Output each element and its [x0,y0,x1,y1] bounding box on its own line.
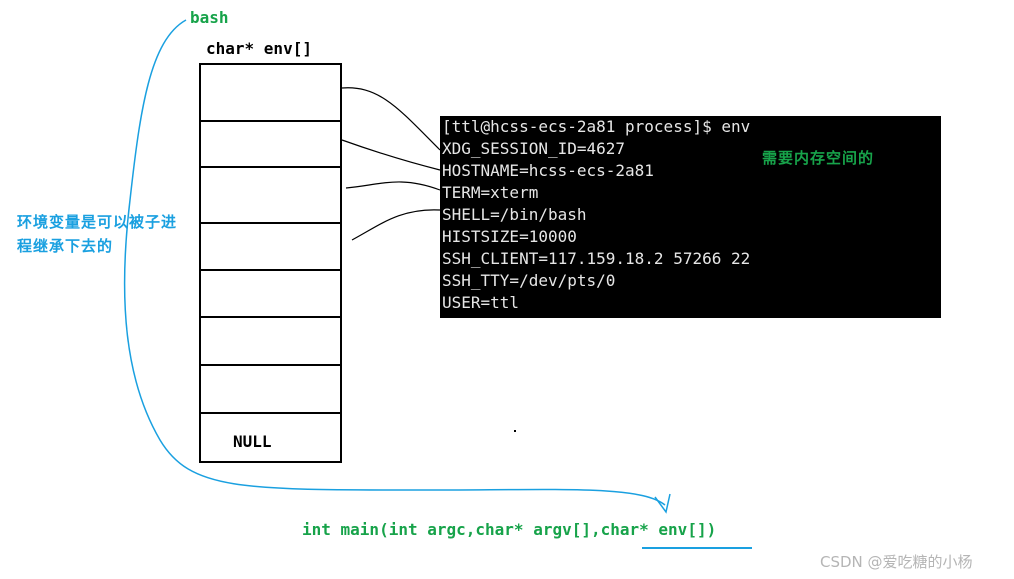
env-array: NULL [199,63,342,463]
connector-line-2 [341,139,441,171]
connector-line-4 [351,209,441,241]
connector-line-3 [345,181,441,191]
stray-dot [514,430,516,432]
terminal-output: [ttl@hcss-ecs-2a81 process]$ env XDG_SES… [440,116,941,318]
env-cell [201,122,340,168]
terminal-line: XDG_SESSION_ID=4627 [442,139,626,158]
terminal-line: SHELL=/bin/bash [442,205,587,224]
inheritance-curve [123,19,666,506]
inheritance-arrow-head [654,493,671,514]
main-signature: int main(int argc,char* argv[],char* env… [302,520,717,539]
env-cell [201,65,340,122]
terminal-line: USER=ttl [442,293,520,312]
env-array-title: char* env[] [206,39,312,58]
null-entry: NULL [233,432,272,451]
env-cell [201,168,340,224]
terminal-line: TERM=xterm [442,183,539,202]
bash-label: bash [190,8,229,27]
terminal-line: SSH_TTY=/dev/pts/0 [442,271,616,290]
connector-line-1 [341,87,441,151]
watermark: CSDN @爱吃糖的小杨 [820,553,973,571]
terminal-line: HOSTNAME=hcss-ecs-2a81 [442,161,654,180]
env-cell-null: NULL [201,414,340,461]
memory-note: 需要内存空间的 [762,149,875,167]
env-cell [201,271,340,318]
env-cell [201,224,340,271]
terminal-line: [ttl@hcss-ecs-2a81 process]$ env [442,117,751,136]
env-cell [201,366,340,414]
side-note: 环境变量是可以被子进程继承下去的 [17,213,178,255]
terminal-line: SSH_CLIENT=117.159.18.2 57266 22 [442,249,751,268]
terminal-line: HISTSIZE=10000 [442,227,577,246]
env-cell [201,318,340,366]
